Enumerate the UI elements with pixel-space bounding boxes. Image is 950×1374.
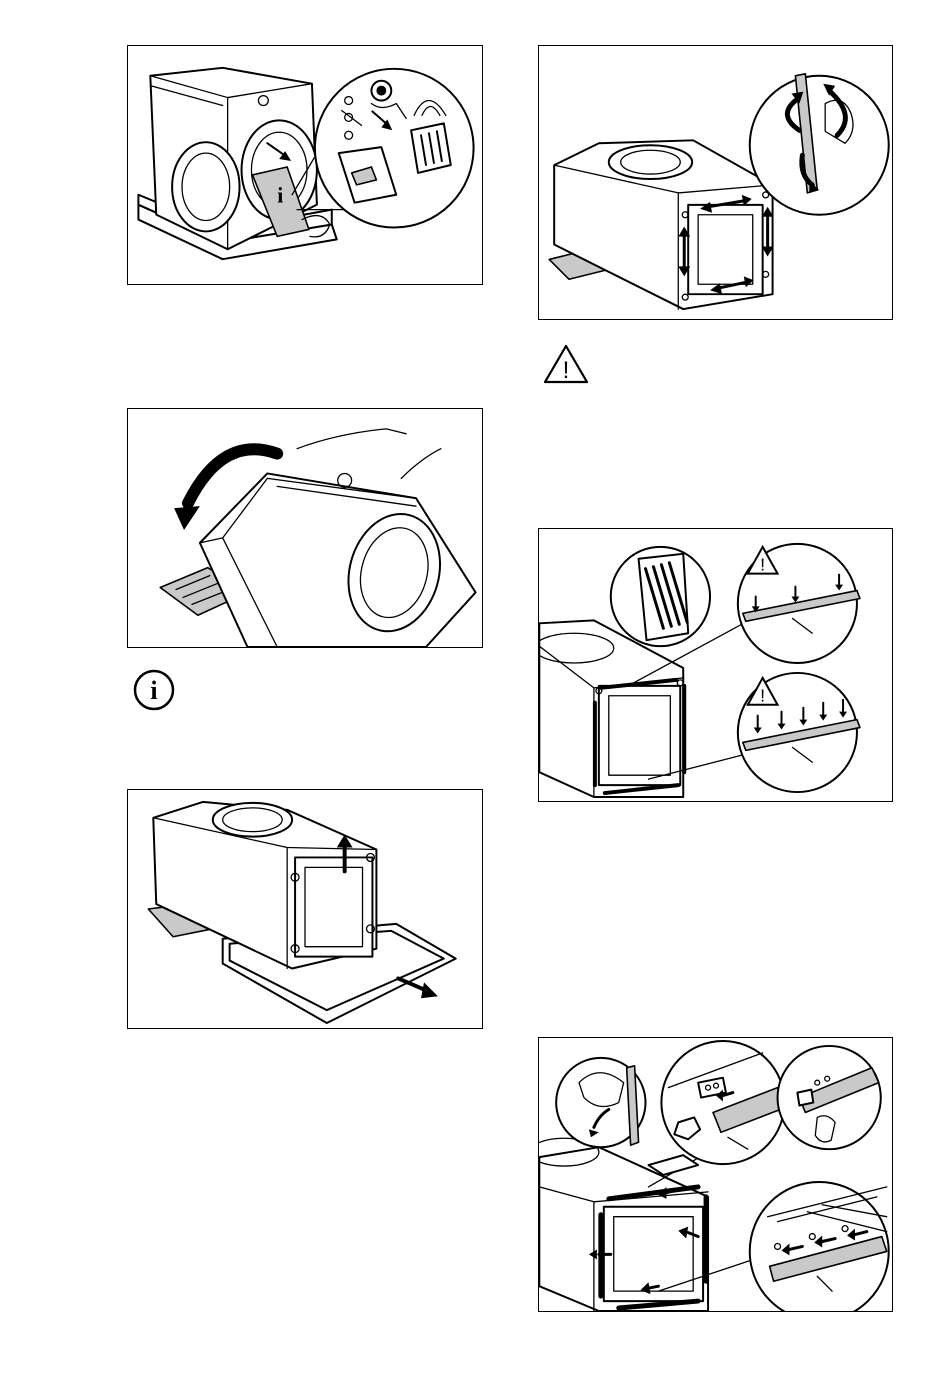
warning-glyph: ! [563, 357, 570, 384]
svg-text:i: i [277, 184, 283, 208]
svg-text:!: ! [760, 686, 765, 706]
figure-lift-off-base-frame [127, 789, 483, 1029]
base-frame-illustration [128, 790, 482, 1028]
foam-strip-illustration: ! ! [539, 529, 892, 801]
figure-clean-base-frame-edges [538, 45, 893, 320]
svg-text:!: ! [760, 555, 765, 575]
figure-tilt-machine-back [127, 408, 483, 648]
profile-fitting-illustration [539, 1038, 892, 1311]
washer-accessories-illustration: i [128, 46, 482, 284]
info-icon: i [133, 669, 175, 711]
warning-icon: ! [542, 343, 590, 385]
figure-fit-protective-profiles [538, 1037, 893, 1312]
figure-attach-foam-strips: ! ! [538, 528, 893, 802]
tilt-washer-illustration [128, 409, 482, 647]
figure-remove-accessories: i [127, 45, 483, 285]
info-glyph: i [150, 676, 157, 705]
frame-cleaning-illustration [539, 46, 892, 319]
